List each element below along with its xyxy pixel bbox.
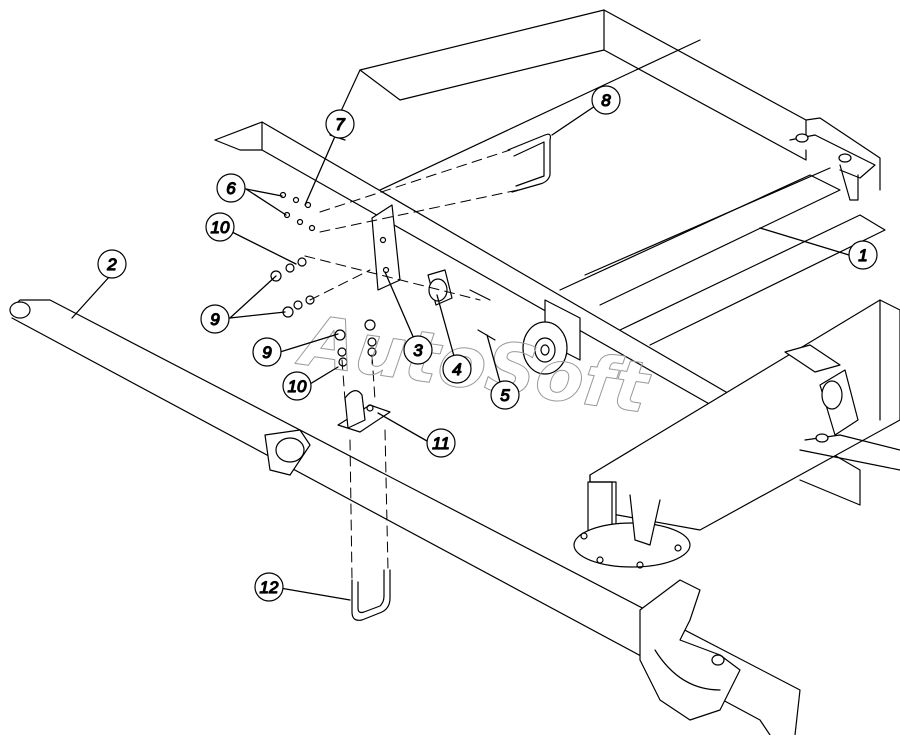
upper-right-bracket: [789, 133, 876, 201]
leader-lines: [71, 101, 850, 601]
callout-4-label: 4: [452, 360, 461, 379]
shock-eye: [427, 269, 453, 306]
callout-8-label: 8: [601, 91, 611, 110]
mount-flange: [573, 494, 691, 569]
callout-5-label: 5: [500, 386, 510, 405]
frame-cross-members: [379, 39, 886, 346]
callout-12: 12: [254, 572, 284, 602]
callout-9-right-label: 9: [262, 343, 272, 362]
callout-2-label: 2: [106, 255, 117, 274]
callout-5: 5: [490, 380, 520, 410]
callout-11-label: 11: [432, 434, 450, 453]
callout-12-label: 12: [260, 578, 279, 597]
clamp-bracket: [337, 390, 391, 433]
callout-6-label: 6: [226, 179, 236, 198]
callout-1-label: 1: [858, 246, 867, 265]
assembly-lines: [304, 149, 519, 581]
callout-10-lower-label: 10: [288, 377, 307, 396]
callout-9-left: 9: [200, 304, 230, 334]
callout-9-left-label: 9: [210, 310, 220, 329]
callout-3: 3: [403, 335, 433, 365]
spring-hanger: [784, 344, 900, 471]
beam-eye-bracket: [522, 299, 581, 375]
u-bolt-lower: [351, 569, 391, 621]
callout-10-upper-label: 10: [211, 218, 230, 237]
callout-6: 6: [216, 173, 246, 203]
axle-tube: [9, 299, 801, 736]
callout-8: 8: [591, 85, 621, 115]
callout-7-label: 7: [335, 115, 345, 134]
callout-1: 1: [848, 240, 878, 270]
u-bolt-upper: [507, 133, 552, 193]
callout-10-upper: 10: [205, 212, 235, 242]
callout-11: 11: [426, 428, 456, 458]
callout-3-label: 3: [413, 341, 423, 360]
tow-hook: [639, 579, 741, 721]
callout-4: 4: [442, 354, 472, 384]
callout-2: 2: [97, 249, 127, 279]
fasteners: [270, 191, 377, 367]
callout-10-lower: 10: [282, 371, 312, 401]
callout-9-right: 9: [252, 337, 282, 367]
callout-7: 7: [325, 109, 355, 139]
